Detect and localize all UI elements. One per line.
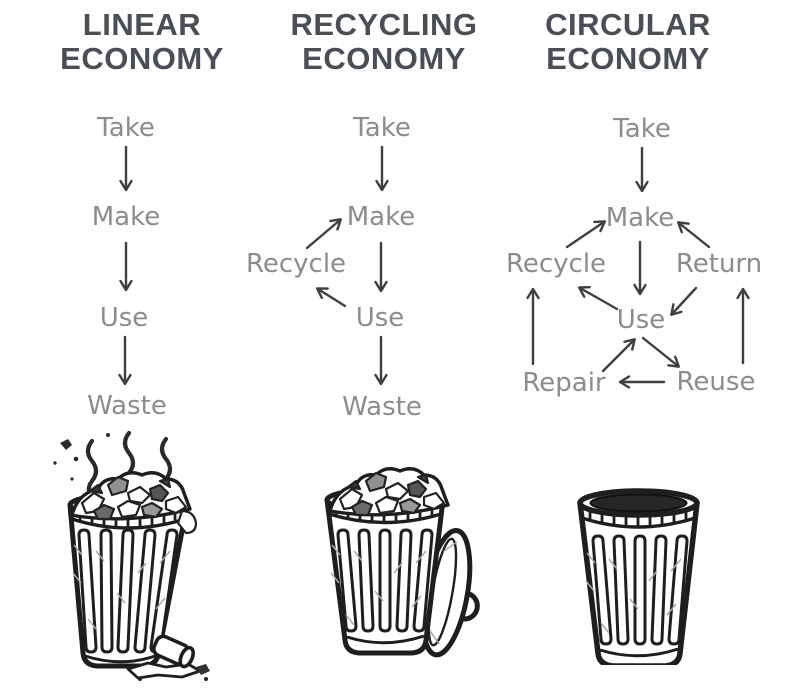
title-line: RECYCLING (290, 7, 478, 42)
arrow-recycling-use-to-recycle (318, 289, 347, 308)
circular-node-take: Take (613, 114, 671, 144)
linear-node-use: Use (99, 303, 149, 333)
arrow-circular-use-to-recycle (580, 288, 619, 311)
fly-specks (53, 433, 110, 481)
arrow-circular-recycle-to-make (565, 222, 604, 249)
full-trash-can-with-lid-icon (324, 467, 480, 658)
circular-economy-title: CIRCULAR ECONOMY (518, 8, 738, 76)
recycling-node-recycle: Recycle (245, 249, 347, 279)
title-line: LINEAR (82, 7, 202, 42)
overflowing-smelly-trash-can-icon (53, 430, 210, 681)
circular-node-make: Make (605, 203, 675, 233)
arrow-circular-return-to-make (679, 223, 711, 249)
recycling-node-take: Take (353, 113, 411, 143)
arrow-circular-return-to-use (672, 286, 698, 314)
linear-node-waste: Waste (87, 391, 167, 421)
arrow-recycling-recycle-to-make (305, 220, 340, 250)
linear-economy-title: LINEAR ECONOMY (32, 8, 252, 76)
recycling-node-use: Use (355, 303, 405, 333)
trash-can-lid (420, 528, 480, 658)
circular-node-recycle: Recycle (505, 249, 607, 279)
title-line: ECONOMY (546, 41, 710, 76)
circular-node-reuse: Reuse (676, 367, 756, 397)
recycling-node-waste: Waste (342, 392, 422, 422)
can-body (67, 491, 190, 669)
can-body (324, 486, 446, 656)
circular-node-repair: Repair (522, 368, 606, 398)
title-line: CIRCULAR (545, 7, 711, 42)
arrow-circular-repair-to-use (601, 340, 634, 373)
title-line: ECONOMY (302, 41, 466, 76)
title-line: ECONOMY (60, 41, 224, 76)
arrow-circular-use-to-reuse (641, 336, 678, 366)
can-body (577, 488, 700, 665)
garbage-heap (68, 471, 198, 535)
garbage-heap (328, 467, 450, 517)
stink-lines (85, 430, 173, 501)
linear-node-take: Take (97, 113, 155, 143)
circular-node-return: Return (675, 249, 763, 279)
empty-trash-can-icon (577, 488, 700, 665)
spilled-trash (126, 634, 210, 681)
linear-node-make: Make (91, 202, 161, 232)
recycling-node-make: Make (346, 202, 416, 232)
recycling-economy-title: RECYCLING ECONOMY (274, 8, 494, 76)
circular-node-use: Use (616, 305, 666, 335)
